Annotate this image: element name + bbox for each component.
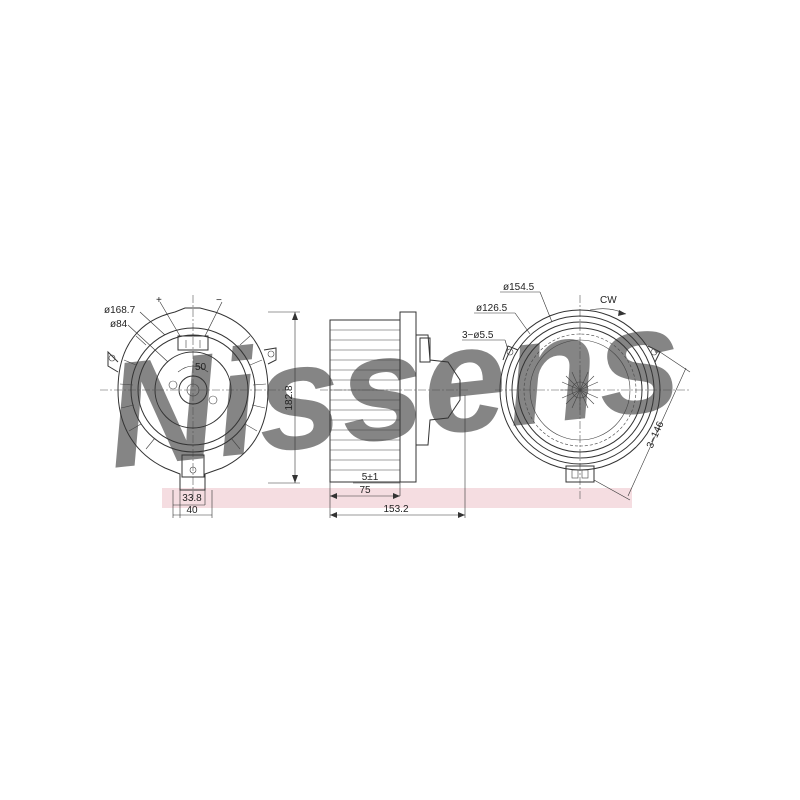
front-housing-outline — [117, 307, 269, 491]
watermark-band — [162, 488, 632, 508]
side-depth-label: 75 — [359, 485, 371, 496]
front-outer-diameter-label: ø168.7 — [104, 305, 136, 316]
rear-view: ø154.5 ø126.5 3−ø5.5 CW 3−146 — [462, 282, 691, 501]
watermark-logo: Nissens — [99, 272, 689, 499]
side-total-length-label: 153.2 — [383, 504, 408, 515]
side-gap-label: 5±1 — [362, 472, 379, 483]
positive-terminal-label: + — [156, 295, 162, 306]
rear-hub — [560, 370, 600, 410]
rear-wheel-diameter-label: ø126.5 — [476, 303, 508, 314]
front-view: ø168.7 ø84 + − 50 182.8 33.8 40 — [100, 295, 300, 518]
front-inner-diameter-label: ø84 — [110, 319, 128, 330]
connector-width-label: 33.8 — [182, 493, 202, 504]
rotation-direction-label: CW — [600, 295, 617, 306]
mounting-holes-label: 3−ø5.5 — [462, 330, 494, 341]
rear-outer-diameter-label: ø154.5 — [503, 282, 535, 293]
side-view: 5±1 75 153.2 — [320, 311, 470, 518]
bracket-width-label: 40 — [186, 505, 198, 516]
front-height-label: 182.8 — [284, 385, 295, 410]
negative-terminal-label: − — [216, 295, 222, 306]
terminal-angle-label: 50 — [195, 362, 207, 373]
